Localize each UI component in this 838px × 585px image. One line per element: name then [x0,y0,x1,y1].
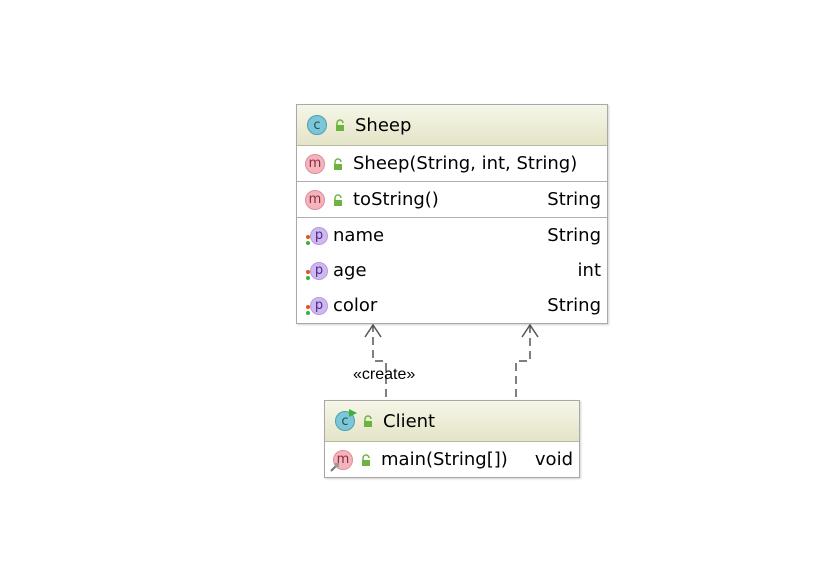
public-lock-icon [334,193,342,206]
class-header: c Client [325,401,579,442]
runnable-arrow-icon [349,409,357,417]
class-badge-letter: c [341,413,349,429]
public-lock-icon [336,119,344,131]
field-accessor-dots-icon [306,304,310,317]
class-name: Client [383,410,436,432]
methods-section: m toString() String [297,182,607,218]
class-sheep[interactable]: c Sheep m Sheep(String, int, String) m t… [296,104,608,324]
field-type: String [547,225,601,246]
dependency-arrowhead [521,323,539,338]
property-p-icon: p [306,296,328,315]
method-return-type: void [534,449,573,470]
fields-section: p name String p age int p color String [297,218,607,323]
create-dependency-line [372,325,387,397]
public-lock-icon [364,415,372,427]
field-row[interactable]: p name String [297,218,607,253]
field-accessor-dots-icon [306,234,310,247]
property-badge-letter: p [314,228,324,243]
public-lock-icon [334,157,342,170]
class-c-icon: c [335,409,357,431]
field-name: age [333,260,367,281]
class-client[interactable]: c Client m main(String[]) void [324,400,580,478]
static-pin-icon [330,462,339,472]
method-badge-letter: m [336,452,350,467]
field-row[interactable]: p age int [297,253,607,288]
constructors-section: m Sheep(String, int, String) [297,146,607,182]
class-header: c Sheep [297,105,607,146]
method-name: main(String[]) [381,449,508,470]
property-badge-letter: p [314,263,324,278]
dependency-line [515,325,531,397]
create-stereotype-label: «create» [353,366,416,383]
method-name: toString() [353,189,439,210]
public-lock-icon [362,453,370,466]
class-c-icon: c [307,115,327,135]
constructor-row[interactable]: m Sheep(String, int, String) [297,146,607,181]
field-accessor-dots-icon [306,269,310,282]
method-m-icon: m [330,449,353,472]
property-badge-letter: p [314,298,324,313]
field-row[interactable]: p color String [297,288,607,323]
property-p-icon: p [306,226,328,245]
field-name: color [333,295,378,316]
method-row[interactable]: m toString() String [297,182,607,217]
property-p-icon: p [306,261,328,280]
constructor-name: Sheep(String, int, String) [353,153,578,174]
method-m-icon: m [305,189,325,210]
method-m-icon: m [305,153,325,174]
method-return-type: String [547,189,601,210]
method-row[interactable]: m main(String[]) void [325,442,579,477]
field-name: name [333,225,385,246]
field-type: String [547,295,601,316]
create-dependency-arrowhead [364,323,382,338]
class-name: Sheep [355,114,412,136]
field-type: int [577,260,601,281]
methods-section: m main(String[]) void [325,442,579,477]
